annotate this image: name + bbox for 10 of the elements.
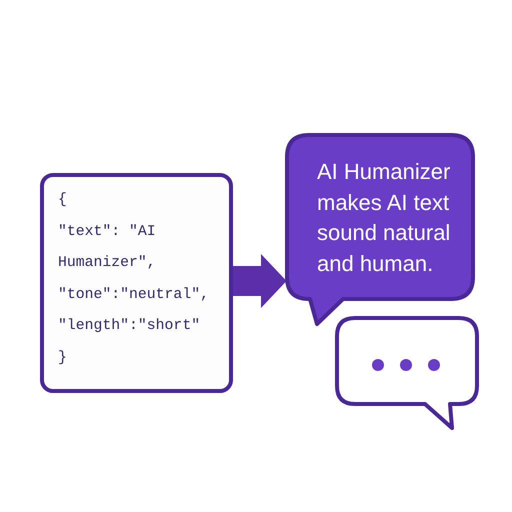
code-panel xyxy=(40,173,233,393)
speech-bubble xyxy=(335,316,479,430)
arrow xyxy=(233,254,286,308)
code-line: "length":"short" xyxy=(58,317,200,336)
code-line: "tone":"neutral", xyxy=(58,286,209,304)
code-line: } xyxy=(58,348,67,368)
speech-bubble xyxy=(285,133,475,326)
bubble-text: AI Humanizer makes AI text sound natural and human. xyxy=(317,158,452,278)
code-line: "text": "AI Humanizer", xyxy=(58,222,157,273)
code-line: { xyxy=(58,191,67,210)
